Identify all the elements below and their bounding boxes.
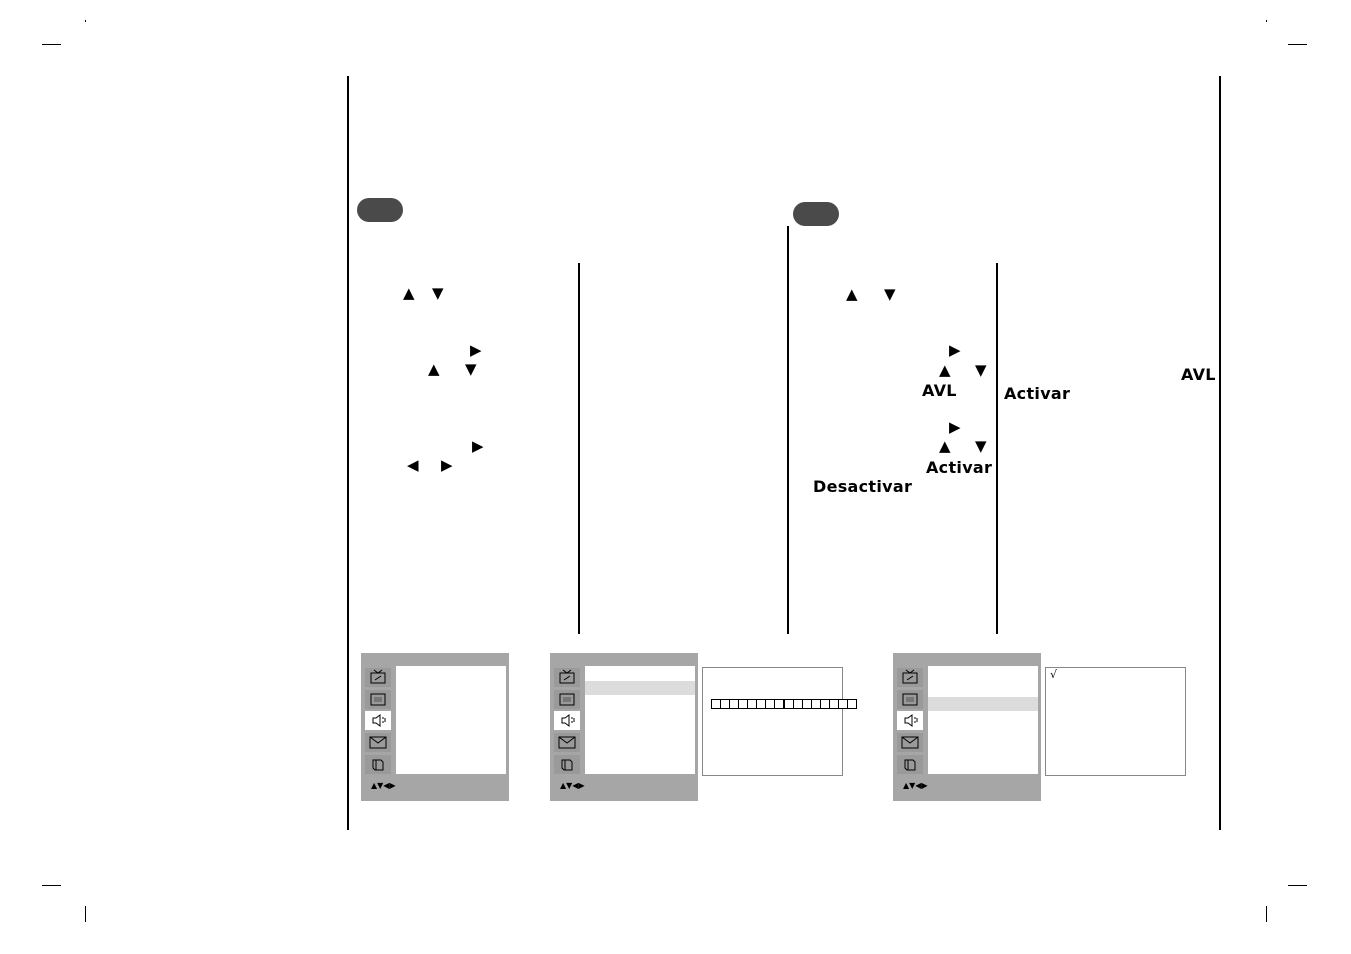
clock-icon (897, 733, 923, 752)
section-badge-left (357, 198, 403, 222)
left-arrow-icon: ◀ (407, 456, 419, 474)
special-icon (554, 755, 580, 774)
activar-step-label: Activar (926, 458, 993, 477)
nav-hint: ▲▼◀▶ (903, 781, 928, 790)
special-icon (365, 755, 391, 774)
picture-icon (365, 690, 391, 709)
section-badge-right (793, 202, 839, 226)
desactivar-step-label: Desactivar (813, 477, 913, 496)
menu-row-1 (585, 667, 695, 681)
volume-bar-segment (847, 699, 857, 709)
up-arrow-icon: ▲ (939, 361, 951, 379)
clock-icon (554, 733, 580, 752)
column-divider-right (996, 263, 998, 634)
special-icon (897, 755, 923, 774)
avl-step-label: AVL (922, 381, 957, 400)
right-arrow-icon: ▶ (470, 341, 482, 359)
crop-dot-tl (85, 20, 86, 22)
down-arrow-icon: ▼ (975, 361, 987, 379)
volume-bar (711, 699, 857, 709)
nav-hint: ▲▼◀▶ (371, 781, 396, 790)
tv-icon (897, 668, 923, 687)
down-arrow-icon: ▼ (975, 437, 987, 455)
osd-menu-sound-avl: ▲▼◀▶ (893, 653, 1041, 801)
tv-icon (554, 668, 580, 687)
osd-menu-content (396, 666, 506, 774)
crop-dot-tr (1266, 20, 1267, 22)
down-arrow-icon: ▼ (465, 360, 477, 378)
crop-mark-tl-h (42, 44, 61, 45)
osd-menu-sound-volume: ▲▼◀▶ (550, 653, 698, 801)
crop-mark-bl-v (85, 906, 86, 922)
right-arrow-icon: ▶ (472, 437, 484, 455)
picture-icon (897, 690, 923, 709)
nav-hint: ▲▼◀▶ (560, 781, 585, 790)
up-arrow-icon: ▲ (403, 284, 415, 302)
crop-mark-bl-h (42, 885, 61, 886)
speaker-icon (554, 711, 580, 730)
crop-mark-br-h (1288, 885, 1307, 886)
speaker-icon (365, 711, 391, 730)
clock-icon (365, 733, 391, 752)
avl-submenu: √ (1045, 667, 1186, 776)
up-arrow-icon: ▲ (846, 285, 858, 303)
avl-note-label: AVL (1181, 365, 1216, 384)
tv-icon (365, 668, 391, 687)
volume-submenu (702, 667, 857, 776)
crop-mark-br-v (1266, 906, 1267, 922)
activar-note-label: Activar (1004, 384, 1071, 403)
picture-icon (554, 690, 580, 709)
osd-menu-sound: ▲▼◀▶ (361, 653, 509, 801)
osd-menu-content (928, 666, 1038, 774)
osd-menu-content (585, 666, 695, 774)
menu-row-selected (928, 697, 1038, 711)
right-arrow-icon: ▶ (949, 341, 961, 359)
up-arrow-icon: ▲ (939, 437, 951, 455)
speaker-icon (897, 711, 923, 730)
right-arrow-icon: ▶ (441, 456, 453, 474)
column-divider-left (578, 263, 580, 634)
up-arrow-icon: ▲ (428, 360, 440, 378)
right-arrow-icon: ▶ (949, 418, 961, 436)
check-mark-icon: √ (1050, 668, 1058, 681)
page-right-rule (1219, 76, 1221, 830)
menu-row-selected (585, 681, 695, 695)
crop-mark-tr-h (1288, 44, 1307, 45)
down-arrow-icon: ▼ (432, 284, 444, 302)
page-left-rule (347, 76, 349, 830)
section-divider (787, 226, 789, 634)
down-arrow-icon: ▼ (884, 285, 896, 303)
